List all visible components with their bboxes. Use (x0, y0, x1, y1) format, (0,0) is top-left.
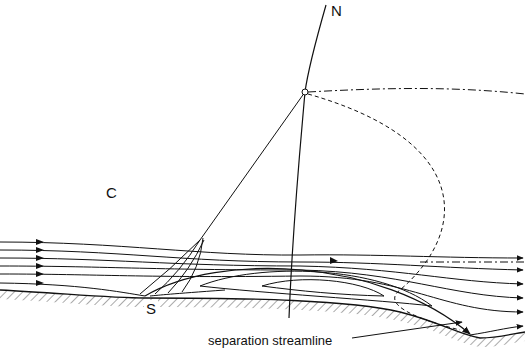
streamlines (0, 242, 523, 335)
streamline-label: separation streamline (206, 334, 334, 349)
shock-label: N (329, 2, 344, 19)
shock-waves (140, 5, 525, 330)
shock-label: C (104, 184, 119, 201)
leader-line (352, 322, 462, 338)
wall (0, 290, 525, 354)
point-label: S (144, 300, 158, 317)
